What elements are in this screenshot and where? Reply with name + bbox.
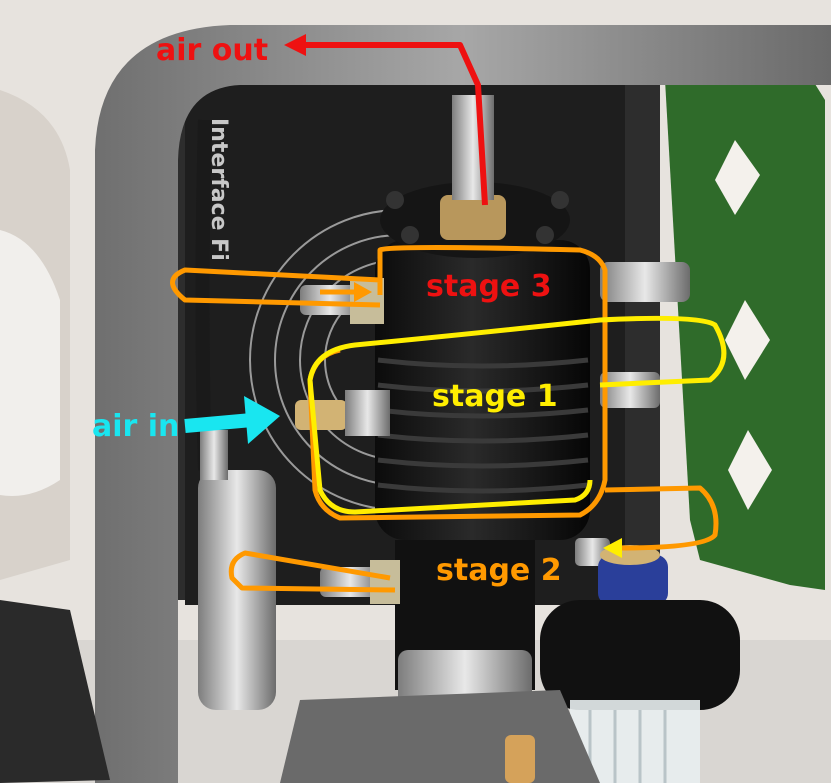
- compressor-cylinder: [375, 95, 590, 710]
- left-tank: [198, 430, 276, 710]
- filter-housing: [540, 545, 740, 783]
- air-out-arrowhead: [284, 34, 306, 56]
- stage-3-label: stage 3: [426, 269, 552, 304]
- air-out-arrow: [300, 42, 488, 206]
- stage-3-arrowhead: [354, 282, 372, 302]
- air-in-arrowhead: [244, 396, 280, 444]
- air-out-label: air out: [156, 33, 269, 68]
- green-side-panel: [665, 60, 825, 590]
- stage-2-loop: [228, 485, 719, 593]
- gray-frame: Interface Fi: [0, 25, 831, 783]
- stage-2-arrowhead: [603, 538, 622, 558]
- base-plate: [280, 690, 600, 783]
- stage-1-label: stage 1: [432, 379, 558, 414]
- air-in-label: air in: [92, 409, 180, 444]
- stage-1-loop: [307, 315, 727, 515]
- frame-text: Interface Fi: [206, 118, 231, 261]
- stage-2-label: stage 2: [436, 553, 562, 588]
- air-in-arrow: [184, 413, 253, 433]
- foam-plug: [505, 735, 535, 783]
